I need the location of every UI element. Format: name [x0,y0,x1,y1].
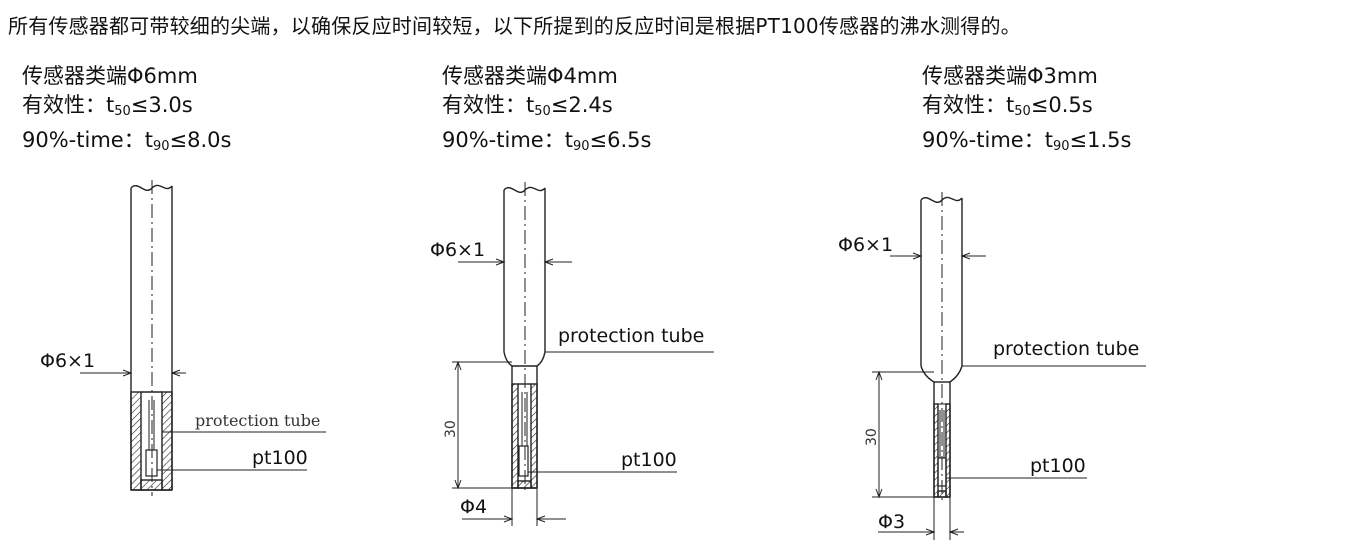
spec-title-1: 传感器类端Φ6mm [22,64,198,88]
spec-title-3: 传感器类端Φ3mm [922,64,1098,88]
spec-t90-3: 90%-time：t90≤1.5s [922,128,1132,154]
spec-t50-1: 有效性：t50≤3.0s [22,93,193,119]
spec-t90-1: 90%-time：t90≤8.0s [22,128,232,154]
probe-1-tube-label: protection tube [195,411,320,430]
probe-1-dim-label: Φ6×1 [40,350,95,372]
spec-block-1: 传感器类端Φ6mm 有效性：t50≤3.0s 90%-time：t90≤8.0s [22,62,231,161]
probe-3-sensor-label: pt100 [1030,455,1086,477]
intro-text: 所有传感器都可带较细的尖端，以确保反应时间较短，以下所提到的反应时间是根据PT1… [8,14,1021,38]
probe-3-tube-label: protection tube [993,338,1139,360]
probe-2-length-label: 30 [443,420,459,438]
probe-3-tip-label: Φ3 [878,511,905,533]
spec-block-3: 传感器类端Φ3mm 有效性：t50≤0.5s 90%-time：t90≤1.5s [922,62,1131,161]
probe-2-tube-label: protection tube [558,325,704,347]
spec-t50-3: 有效性：t50≤0.5s [922,93,1093,119]
probe-2-sensor-label: pt100 [621,449,677,471]
probe-3-dim-label: Φ6×1 [838,234,893,256]
probe-drawing-1 [80,180,326,496]
spec-block-2: 传感器类端Φ4mm 有效性：t50≤2.4s 90%-time：t90≤6.5s [442,62,651,161]
probe-3-length-label: 30 [864,428,880,446]
probe-drawing-3 [872,192,1146,540]
probe-2-tip-label: Φ4 [460,496,487,518]
probe-1-sensor-label: pt100 [252,447,308,469]
probe-2-dim-label: Φ6×1 [430,239,485,261]
spec-t90-2: 90%-time：t90≤6.5s [442,128,652,154]
spec-title-2: 传感器类端Φ4mm [442,64,618,88]
probe-drawing-2 [452,182,714,526]
spec-t50-2: 有效性：t50≤2.4s [442,93,613,119]
